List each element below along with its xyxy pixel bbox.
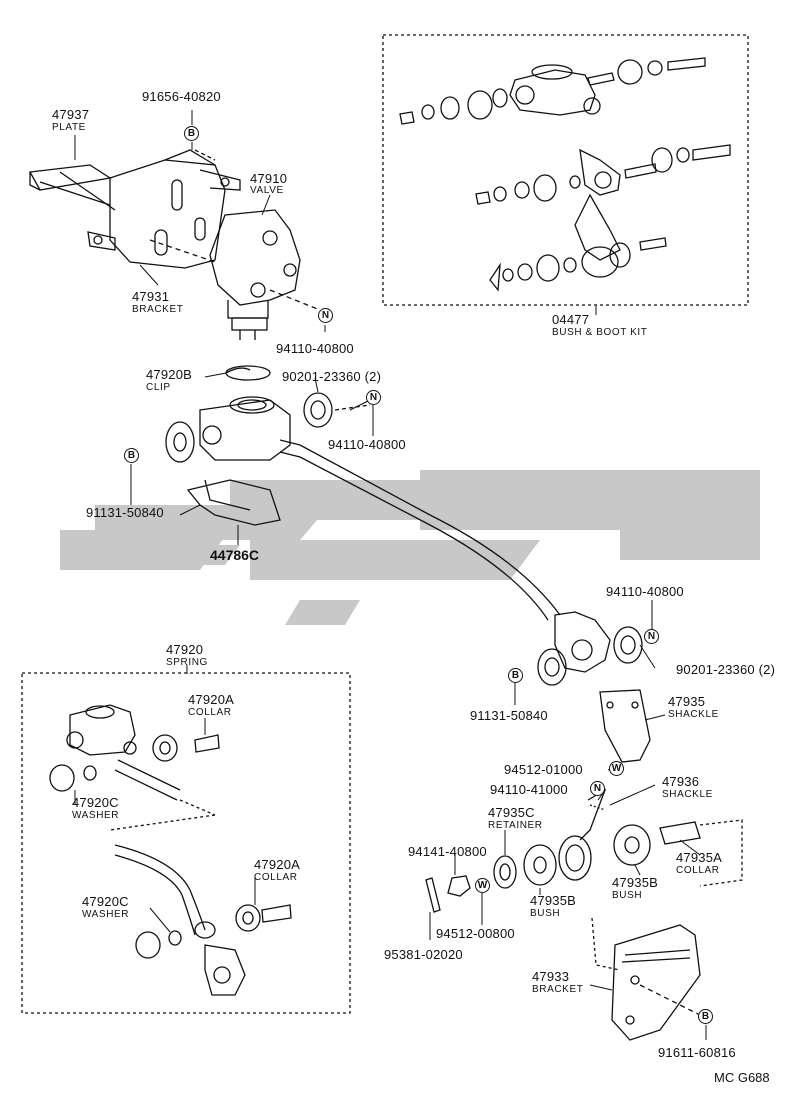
label-47935-name: SHACKLE	[668, 709, 719, 720]
lever-body-upper	[165, 392, 431, 526]
nut-94141	[447, 875, 471, 897]
badge-b-91656: B	[184, 126, 199, 141]
label-47931-name: BRACKET	[132, 304, 184, 315]
label-47910-number: 47910	[250, 171, 288, 186]
label-94512a-number: 94512-01000	[504, 762, 583, 777]
label-47920c2-number: 47920C	[82, 894, 129, 909]
label-94110d-number: 94110-41000	[490, 782, 568, 797]
badge-b-91131a: B	[124, 448, 139, 463]
label-47937-name: PLATE	[52, 122, 86, 133]
label-44786c-number: 44786C	[210, 547, 260, 563]
label-47931-number: 47931	[132, 289, 170, 304]
label-47935a-name: COLLAR	[676, 865, 720, 876]
plate-bracket-assembly	[28, 149, 241, 269]
label-94110a-number: 94110-40800	[276, 341, 354, 356]
label-91611-number: 91611-60816	[658, 1045, 736, 1060]
label-94110b-number: 94110-40800	[328, 437, 406, 452]
label-47920a1-name: COLLAR	[188, 707, 232, 718]
collar-47935a	[659, 821, 701, 845]
clip-ring	[225, 365, 271, 381]
label-47933-name: BRACKET	[532, 984, 584, 995]
badge-b-91131b: B	[508, 668, 523, 683]
label-47935b2-name: BUSH	[530, 908, 561, 919]
label-47920c1-name: WASHER	[72, 810, 120, 821]
diagram-code: MC G688	[714, 1070, 770, 1085]
spring-kit-box	[21, 672, 351, 1014]
watermark-logo	[60, 470, 760, 625]
badge-b-91611: B	[698, 1009, 713, 1024]
label-91656-number: 91656-40820	[142, 89, 221, 104]
bush-47935b-left	[523, 844, 557, 886]
shackle-47935	[599, 689, 651, 763]
label-47935b1-number: 47935B	[612, 875, 659, 890]
label-47920-name: SPRING	[166, 657, 208, 668]
badge-w-94512b: W	[475, 878, 490, 893]
label-47937-number: 47937	[52, 107, 90, 122]
label-47920a2-number: 47920A	[254, 857, 301, 872]
label-47935a-number: 47935A	[676, 850, 723, 865]
label-47935b1-name: BUSH	[612, 890, 643, 901]
label-91131a-number: 91131-50840	[86, 505, 164, 520]
label-47920b-name: CLIP	[146, 382, 171, 393]
label-47936-number: 47936	[662, 774, 700, 789]
leader-lines	[74, 110, 707, 1040]
label-47936-name: SHACKLE	[662, 789, 713, 800]
label-04477-number: 04477	[552, 312, 590, 327]
shackle-47936	[558, 788, 607, 881]
label-47920a1-number: 47920A	[188, 692, 235, 707]
label-94110c-number: 94110-40800	[606, 584, 684, 599]
spring-kit-contents	[49, 704, 292, 996]
bracket-44786c	[186, 479, 281, 526]
label-47910-name: VALVE	[250, 185, 284, 196]
valve-body	[209, 209, 321, 340]
label-47935c-number: 47935C	[488, 805, 535, 820]
badge-n-94110c: N	[644, 629, 659, 644]
label-94141-number: 94141-40800	[408, 844, 487, 859]
bracket-47933	[611, 924, 701, 1041]
lever-body-lower	[537, 611, 643, 686]
retainer-47935c	[493, 855, 517, 889]
kit-contents	[399, 57, 731, 292]
badge-n-94110a: N	[318, 308, 333, 323]
label-47920c1-number: 47920C	[72, 795, 119, 810]
bush-47935b-right	[613, 824, 651, 866]
badge-n-94110b: N	[366, 390, 381, 405]
label-94512b-number: 94512-00800	[436, 926, 515, 941]
label-91131b-number: 91131-50840	[470, 708, 548, 723]
label-95381-number: 95381-02020	[384, 947, 463, 962]
badge-w-94512a: W	[609, 761, 624, 776]
label-90201b-number: 90201-23360 (2)	[676, 662, 776, 677]
label-47935c-name: RETAINER	[488, 820, 543, 831]
label-47935b2-number: 47935B	[530, 893, 577, 908]
label-04477-name: BUSH & BOOT KIT	[552, 327, 648, 338]
bush-boot-kit-box	[382, 34, 749, 306]
label-47920b-number: 47920B	[146, 367, 193, 382]
label-47933-number: 47933	[532, 969, 570, 984]
label-90201a-number: 90201-23360 (2)	[282, 369, 382, 384]
label-47920-number: 47920	[166, 642, 204, 657]
label-47920a2-name: COLLAR	[254, 872, 298, 883]
label-47920c2-name: WASHER	[82, 909, 130, 920]
label-47935-number: 47935	[668, 694, 706, 709]
badge-n-94110d: N	[590, 781, 605, 796]
